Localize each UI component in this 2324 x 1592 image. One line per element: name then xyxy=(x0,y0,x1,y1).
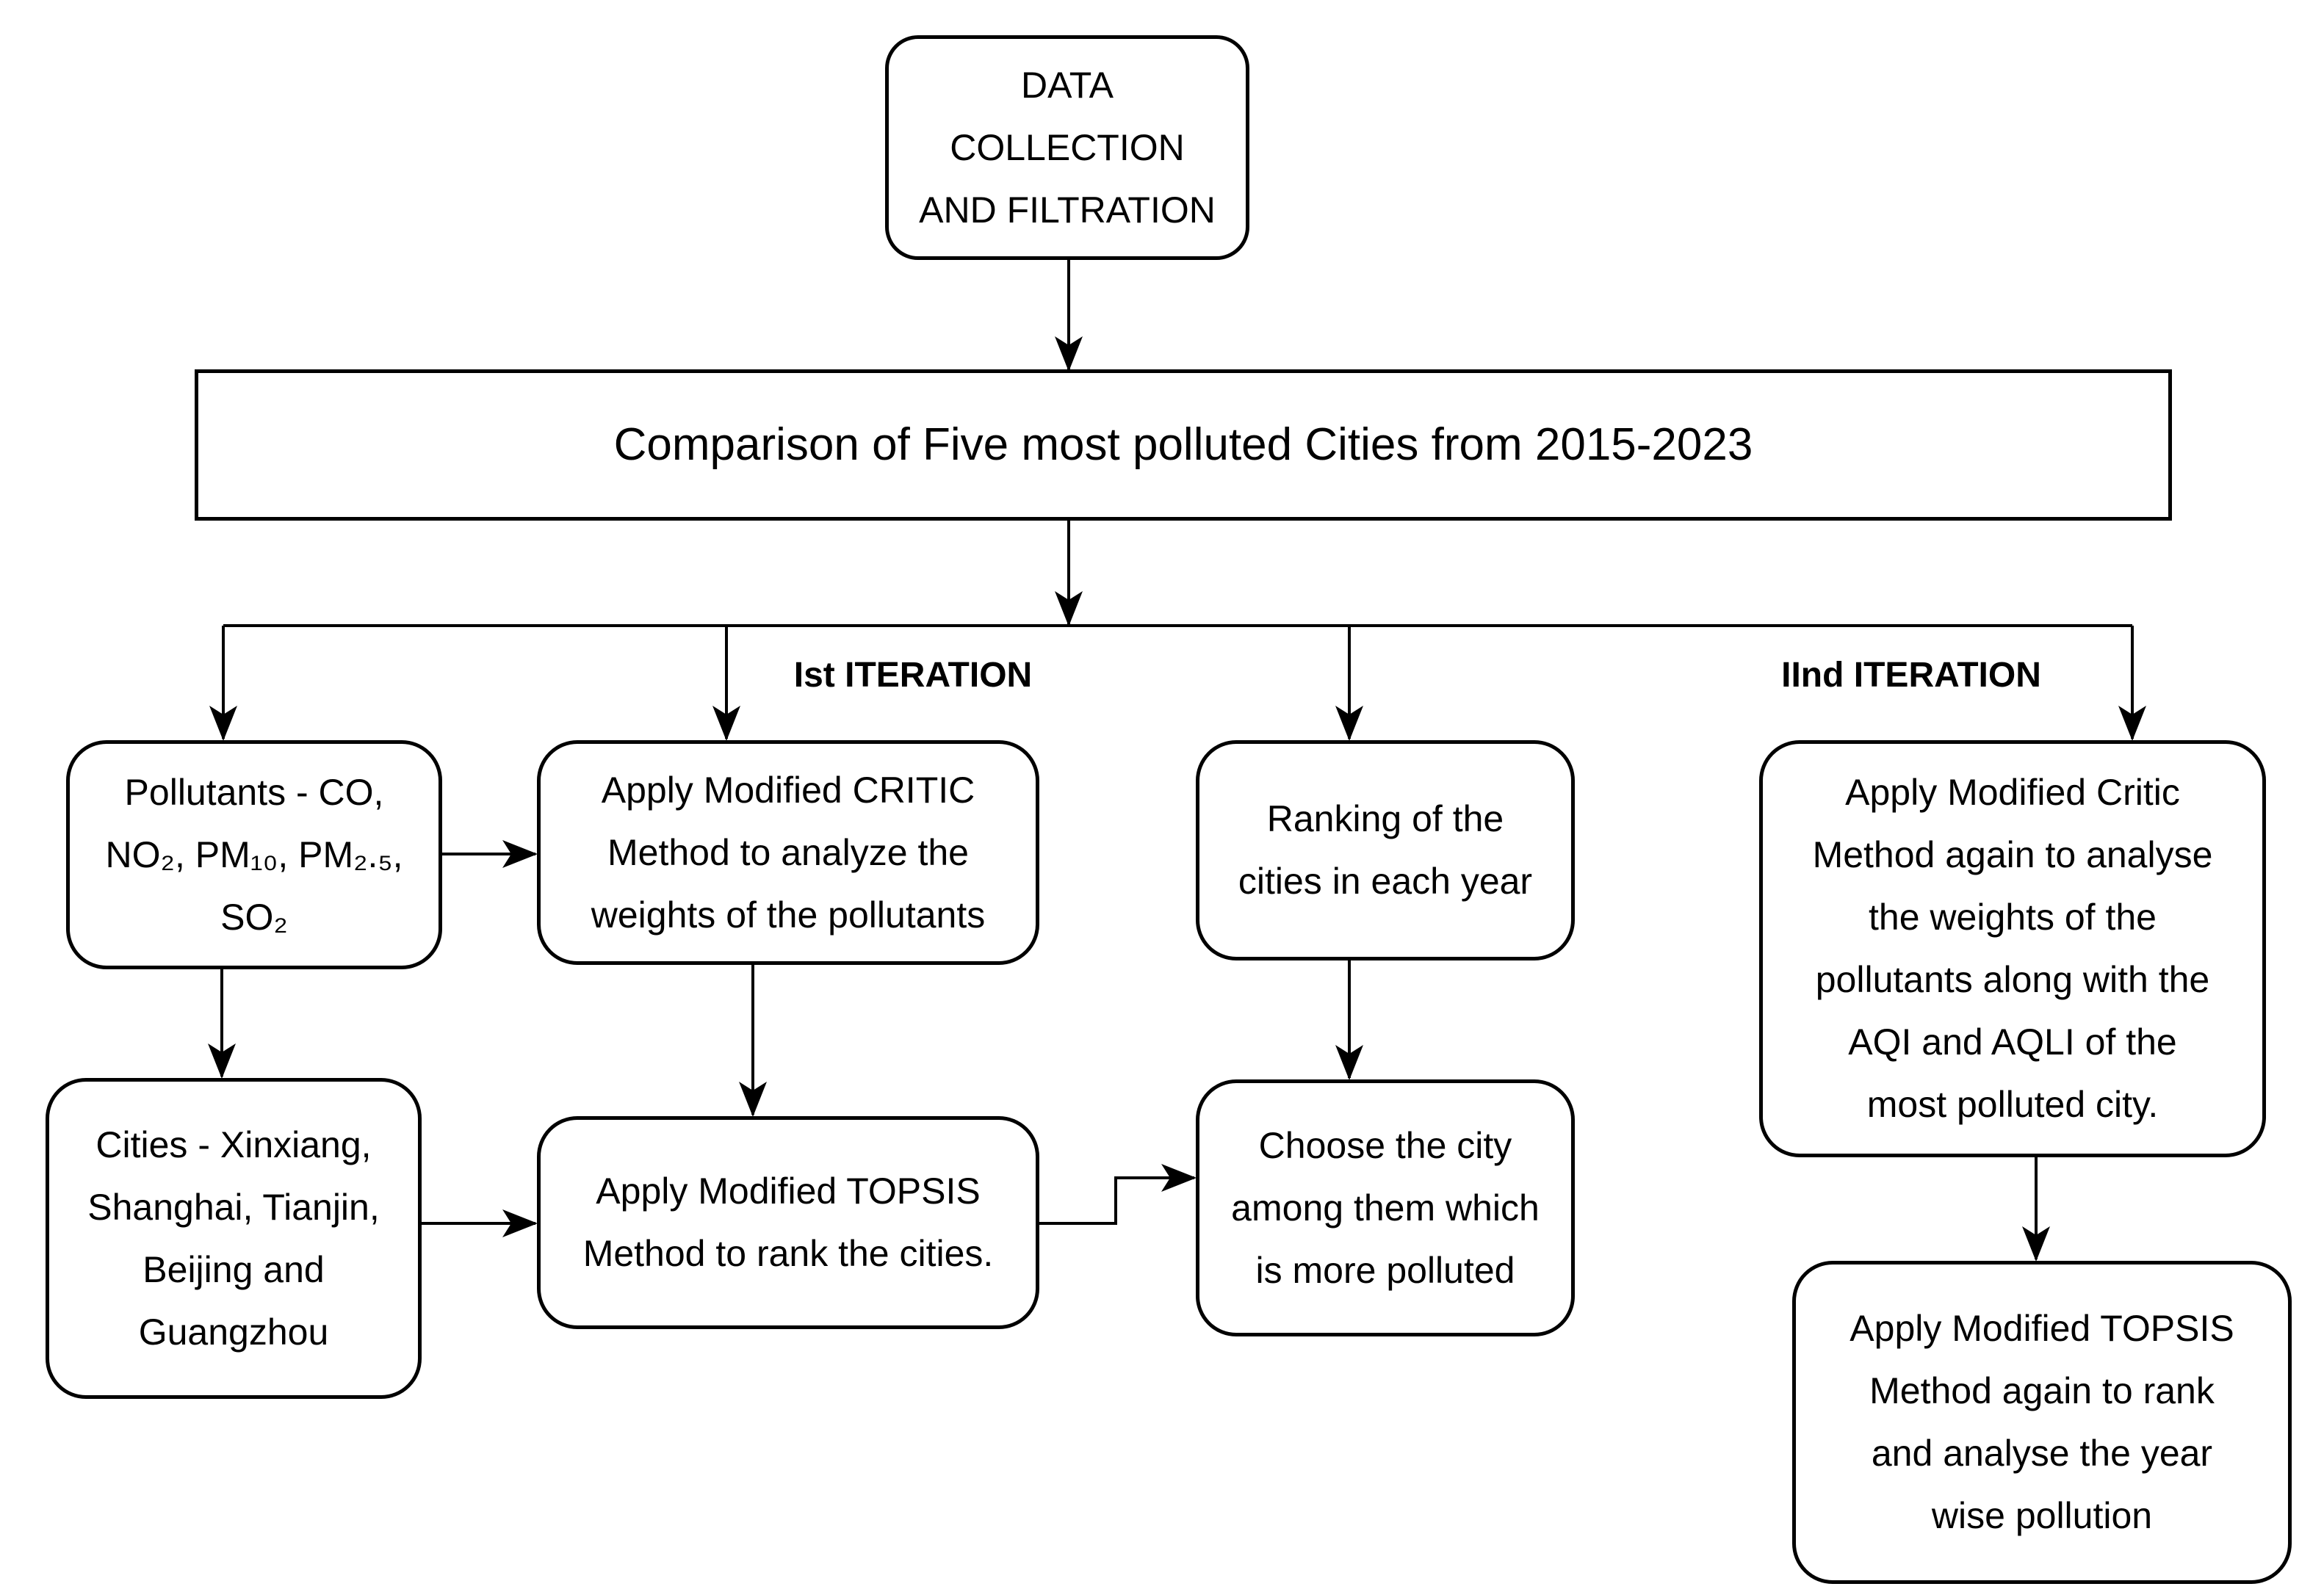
node-ranking: Ranking of the cities in each year xyxy=(1196,740,1575,960)
label-second-iteration: IInd ITERATION xyxy=(1781,656,2041,695)
node-cities-text: Cities - Xinxiang, Shanghai, Tianjin, Be… xyxy=(87,1124,380,1353)
node-data-collection-text: DATA COLLECTION AND FILTRATION xyxy=(919,64,1216,231)
node-topsis-method-1: Apply Modified TOPSIS Method to rank the… xyxy=(537,1116,1039,1329)
node-critic-method-1: Apply Modified CRITIC Method to analyze … xyxy=(537,740,1039,965)
label-first-iteration: Ist ITERATION xyxy=(793,656,1033,695)
node-critic-method-2-text: Apply Modified Critic Method again to an… xyxy=(1812,772,2213,1125)
node-critic-method-2: Apply Modified Critic Method again to an… xyxy=(1759,740,2266,1157)
node-topsis-method-2: Apply Modified TOPSIS Method again to ra… xyxy=(1792,1261,2292,1584)
node-choose-city: Choose the city among them which is more… xyxy=(1196,1079,1575,1336)
node-pollutants: Pollutants - CO, NO₂, PM₁₀, PM₂.₅, SO₂ xyxy=(66,740,442,969)
node-data-collection: DATA COLLECTION AND FILTRATION xyxy=(885,35,1249,260)
node-comparison-banner: Comparison of Five most polluted Cities … xyxy=(195,369,2172,521)
node-pollutants-text: Pollutants - CO, NO₂, PM₁₀, PM₂.₅, SO₂ xyxy=(105,771,403,938)
node-choose-city-text: Choose the city among them which is more… xyxy=(1231,1124,1540,1291)
node-ranking-text: Ranking of the cities in each year xyxy=(1238,798,1533,902)
arrow-topsis-1-to-choose-city xyxy=(1039,1164,1197,1225)
node-critic-method-1-text: Apply Modified CRITIC Method to analyze … xyxy=(591,769,986,936)
node-cities: Cities - Xinxiang, Shanghai, Tianjin, Be… xyxy=(46,1078,422,1399)
node-topsis-method-1-text: Apply Modified TOPSIS Method to rank the… xyxy=(582,1171,994,1274)
node-comparison-banner-text: Comparison of Five most polluted Cities … xyxy=(613,419,1753,470)
node-topsis-method-2-text: Apply Modified TOPSIS Method again to ra… xyxy=(1850,1308,2234,1536)
